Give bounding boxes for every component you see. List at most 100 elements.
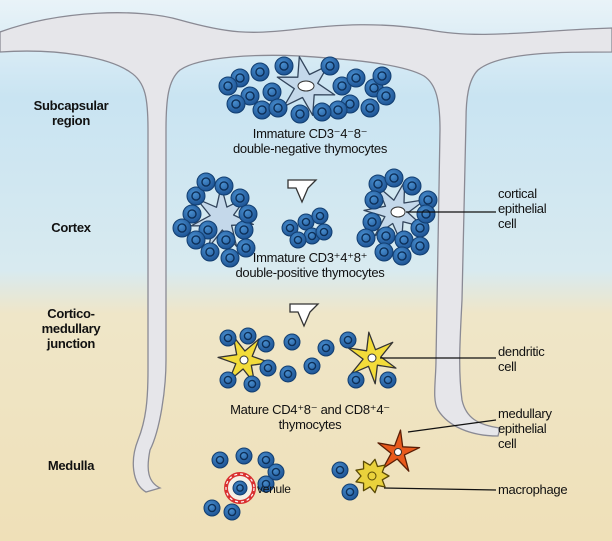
thymocyte (234, 220, 254, 240)
thymocyte (281, 219, 299, 237)
thymocyte (216, 230, 236, 250)
thymocyte (262, 82, 282, 102)
thymocyte (219, 371, 237, 389)
thymocyte-nucleus (201, 177, 211, 187)
thymocyte-nucleus (369, 83, 379, 93)
thymocyte-nucleus (255, 67, 265, 77)
thymocyte-nucleus (335, 465, 345, 475)
thymocyte (364, 190, 384, 210)
thymocyte-nucleus (177, 223, 187, 233)
thymocyte (230, 188, 250, 208)
thymocyte (219, 329, 237, 347)
thymocyte-nucleus (207, 503, 217, 513)
thymocyte (182, 204, 202, 224)
thymocyte-nucleus (351, 73, 361, 83)
macrophage-pointer (383, 487, 497, 491)
thymocyte-nucleus (337, 81, 347, 91)
thymocyte (196, 172, 216, 192)
thymocyte-nucleus (239, 451, 249, 461)
region-cortex-label: Cortex (51, 220, 91, 235)
thymocyte-nucleus (245, 91, 255, 101)
thymocyte-nucleus (187, 209, 197, 219)
thymocyte (376, 86, 396, 106)
thymocyte (267, 463, 285, 481)
thymocyte (384, 168, 404, 188)
thymocyte-nucleus (241, 243, 251, 253)
thymocyte-nucleus (243, 209, 253, 219)
thymocyte-nucleus (381, 231, 391, 241)
macrophage-nucleus (367, 471, 377, 481)
thymocyte-nucleus (343, 335, 353, 345)
thymocyte-nucleus (267, 87, 277, 97)
region-corticomedullary-label: Cortico- medullary junction (41, 306, 101, 351)
thymocyte (268, 98, 288, 118)
thymocyte-nucleus (221, 235, 231, 245)
thymocyte (317, 339, 335, 357)
thymocyte-nucleus (325, 61, 335, 71)
thymocyte (416, 204, 436, 224)
thymocyte (315, 223, 333, 241)
thymocyte-nucleus (333, 105, 343, 115)
thymocyte-nucleus (351, 375, 361, 385)
medullary-nucleus (394, 448, 402, 456)
medullary-epithelial-cell-label: medullary epithelial cell (498, 406, 552, 451)
thymocyte (410, 236, 430, 256)
thymocyte (226, 94, 246, 114)
region-medulla-label: Medulla (47, 458, 95, 473)
thymocyte-nucleus (231, 99, 241, 109)
thymocyte-nucleus (307, 361, 317, 371)
dendritic-nucleus (239, 355, 249, 365)
thymocyte (379, 371, 397, 389)
thymocyte-nucleus (293, 235, 303, 245)
thymocyte (172, 218, 192, 238)
thymocyte (356, 228, 376, 248)
thymocyte-nucleus (287, 337, 297, 347)
thymocyte (186, 230, 206, 250)
thymocyte (239, 327, 257, 345)
capsule-and-septa (0, 12, 612, 493)
thymocyte (331, 461, 349, 479)
thymocyte-nucleus (381, 91, 391, 101)
thymocyte (243, 375, 261, 393)
thymocyte-nucleus (283, 369, 293, 379)
down-arrow (287, 179, 318, 204)
thymocyte (214, 176, 234, 196)
thymocyte-nucleus (367, 217, 377, 227)
thymocyte-nucleus (361, 233, 371, 243)
thymocyte-nucleus (247, 379, 257, 389)
thymocyte (347, 371, 365, 389)
cortical-epithelial-cell-label: cortical epithelial cell (498, 186, 547, 231)
thymocyte-nucleus (271, 467, 281, 477)
thymocyte (328, 100, 348, 120)
thymocyte (362, 212, 382, 232)
epithelial-nucleus (297, 80, 315, 92)
thymocyte-nucleus (397, 251, 407, 261)
thymocyte (341, 483, 359, 501)
thymocyte-nucleus (369, 195, 379, 205)
thymocyte-nucleus (379, 247, 389, 257)
thymocyte (223, 503, 241, 521)
thymocyte-nucleus (317, 107, 327, 117)
thymocyte-nucleus (223, 375, 233, 385)
thymocyte-nucleus (279, 61, 289, 71)
thymocyte (250, 62, 270, 82)
thymocyte (235, 447, 253, 465)
thymocyte-nucleus (415, 223, 425, 233)
thymocyte-nucleus (421, 209, 431, 219)
thymocyte-nucleus (239, 225, 249, 235)
stage-mature-label: Mature CD4⁺8⁻ and CD8⁺4⁻ thymocytes (230, 402, 390, 432)
thymocyte-nucleus (219, 181, 229, 191)
thymocyte-nucleus (365, 103, 375, 113)
thymocyte-nucleus (223, 333, 233, 343)
thymocyte (200, 242, 220, 262)
thymocyte (311, 207, 329, 225)
thymocyte-nucleus (399, 235, 409, 245)
thymocyte-nucleus (263, 363, 273, 373)
thymocyte (339, 331, 357, 349)
thymocyte-nucleus (261, 479, 271, 489)
thymocyte-nucleus (383, 375, 393, 385)
thymocyte (236, 238, 256, 258)
thymocyte-nucleus (235, 73, 245, 83)
